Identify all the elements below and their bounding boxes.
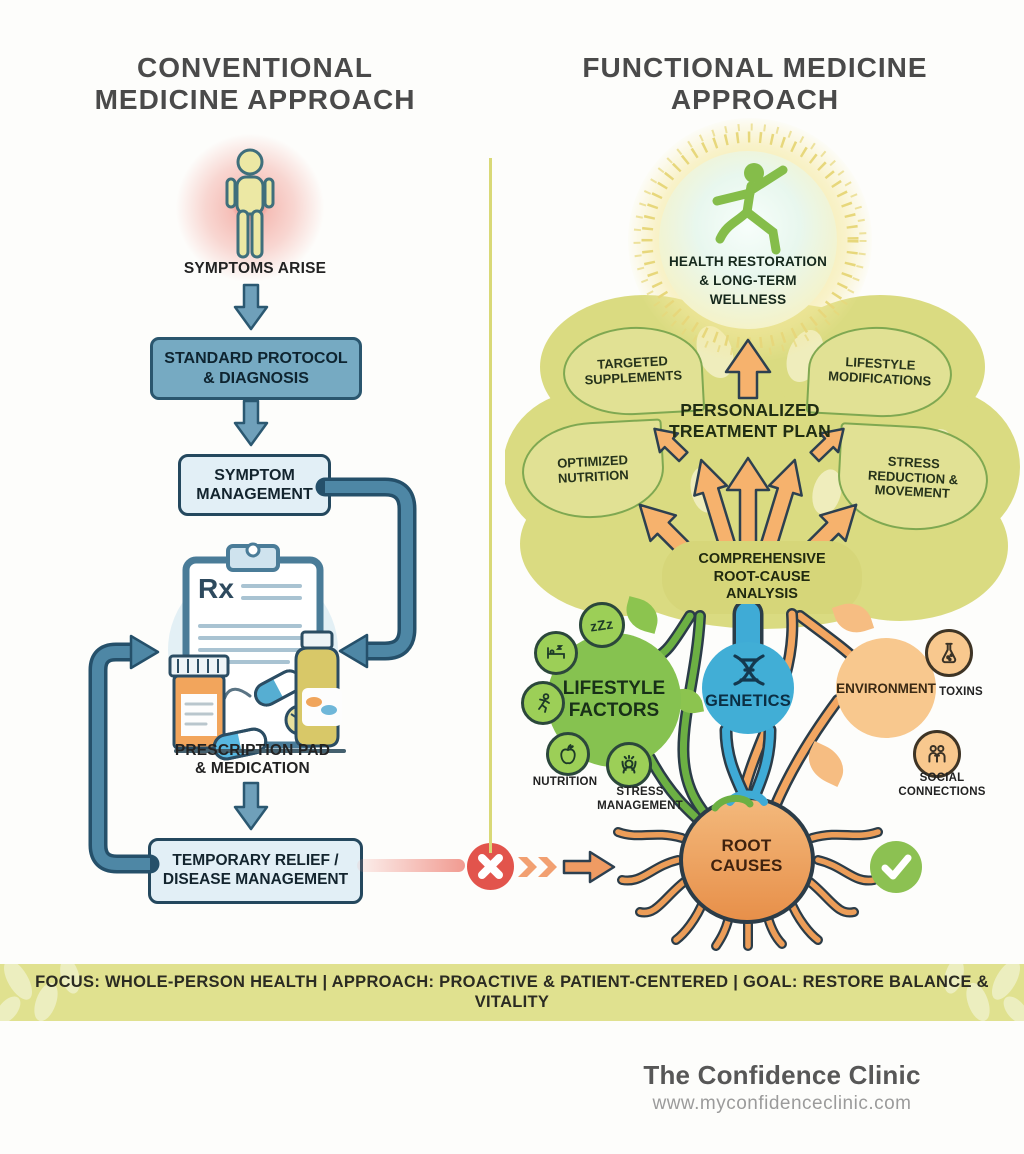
lifestyle-factors-label: LIFESTYLE FACTORS	[562, 678, 666, 721]
wellness-label: HEALTH RESTORATION & LONG-TERM WELLNESS	[668, 254, 828, 307]
stress-management-label: STRESS MANAGEMENT	[597, 786, 683, 812]
banner-leaf-decoration-right	[944, 964, 1024, 1021]
social-people-icon	[913, 730, 961, 778]
symptoms-label: SYMPTOMS ARISE	[183, 260, 327, 277]
check-icon	[870, 841, 922, 893]
toxins-flask-icon	[925, 629, 973, 677]
genetics-circle	[702, 642, 794, 734]
fail-arrow-trail	[357, 859, 465, 872]
brand-name: The Confidence Clinic	[643, 1060, 921, 1090]
prescription-label: PRESCRIPTION PAD & MEDICATION	[174, 742, 331, 778]
rx-symbol: Rx	[198, 573, 235, 604]
temporary-relief-label: TEMPORARY RELIEF / DISEASE MANAGEMENT	[162, 852, 349, 888]
analysis-label: COMPREHENSIVE ROOT-CAUSE ANALYSIS	[698, 551, 826, 603]
standard-protocol-label: STANDARD PROTOCOL & DIAGNOSIS	[164, 350, 348, 387]
down-arrow-icon	[233, 283, 269, 331]
column-divider	[489, 158, 492, 853]
root-causes-label: ROOT CAUSES	[710, 836, 783, 876]
zzz-text: zZz	[589, 615, 615, 635]
temporary-relief-box: TEMPORARY RELIEF / DISEASE MANAGEMENT	[148, 838, 363, 904]
standard-protocol-box: STANDARD PROTOCOL & DIAGNOSIS	[150, 337, 362, 400]
patient-icon	[225, 148, 275, 259]
symptom-management-box: SYMPTOM MANAGEMENT	[178, 454, 331, 516]
genetics-label: GENETICS	[705, 692, 791, 710]
exercise-icon	[521, 681, 565, 725]
nutrition-label: NUTRITION	[532, 776, 598, 788]
root-causes-icon	[613, 790, 883, 951]
banner-text: FOCUS: WHOLE-PERSON HEALTH | APPROACH: P…	[35, 972, 989, 1011]
apple-icon	[546, 732, 590, 776]
bed-icon	[534, 631, 578, 675]
sleep-icon: zZz	[579, 602, 625, 648]
banner-leaf-decoration-left	[0, 964, 80, 1021]
prescription-pad-icon	[168, 542, 346, 761]
down-arrow-icon	[233, 399, 269, 447]
social-connections-label: SOCIAL CONNECTIONS	[898, 772, 986, 798]
environment-label: ENVIRONMENT	[836, 680, 936, 696]
symptom-management-label: SYMPTOM MANAGEMENT	[196, 466, 313, 503]
stress-icon	[606, 742, 652, 788]
cycle-pipes	[88, 477, 417, 874]
toxins-label: TOXINS	[939, 686, 983, 698]
plan-label: PERSONALIZED TREATMENT PLAN	[669, 400, 831, 441]
right-title: FUNCTIONAL MEDICINE APPROACH	[582, 52, 928, 116]
dna-icon	[733, 654, 765, 686]
redirect-arrow-icon	[518, 850, 616, 884]
banner-text-wrap: FOCUS: WHOLE-PERSON HEALTH | APPROACH: P…	[0, 964, 1024, 1021]
root-cause-analysis-pill: COMPREHENSIVE ROOT-CAUSE ANALYSIS	[662, 541, 862, 614]
wellness-person-icon	[712, 163, 788, 255]
down-arrow-icon	[233, 781, 269, 831]
summary-banner: FOCUS: WHOLE-PERSON HEALTH | APPROACH: P…	[0, 964, 1024, 1021]
environment-circle: ENVIRONMENT	[836, 638, 936, 738]
brand-website: www.myconfidenceclinic.com	[652, 1093, 912, 1114]
left-title: CONVENTIONAL MEDICINE APPROACH	[94, 52, 416, 116]
